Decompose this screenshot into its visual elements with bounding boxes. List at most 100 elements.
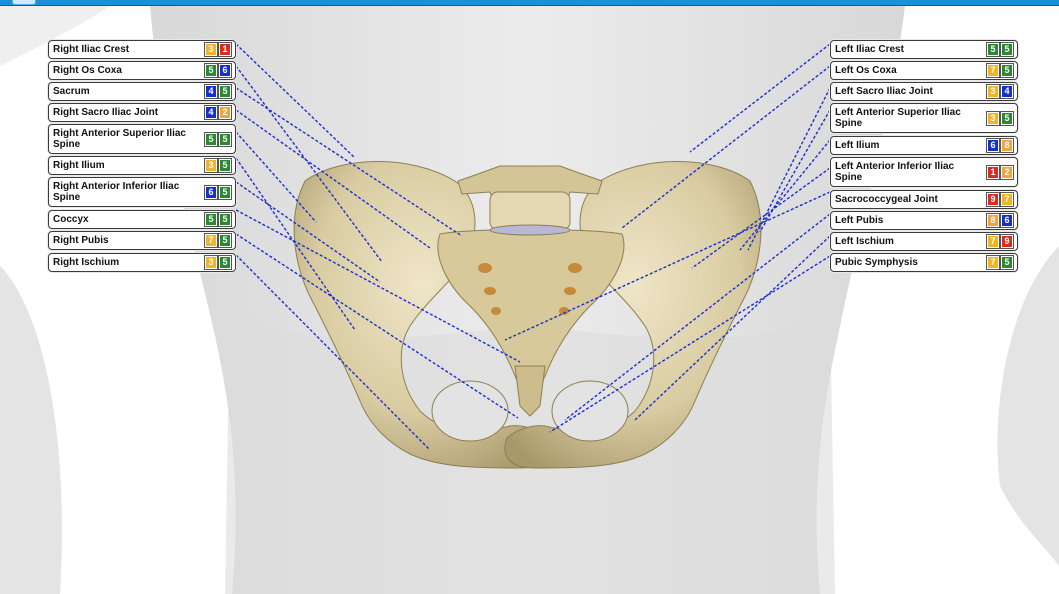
score-badge: 6 (205, 186, 217, 199)
score-badge: 5 (219, 159, 231, 172)
label-text: Right Ischium (53, 257, 201, 268)
score-badge: 5 (987, 43, 999, 56)
score-badge: 2 (219, 106, 231, 119)
score-badge: 4 (205, 106, 217, 119)
label-text: Left Anterior Inferior Iliac Spine (835, 161, 983, 183)
label-text: Left Anterior Superior Iliac Spine (835, 107, 983, 129)
score-badge: 5 (205, 133, 217, 146)
label-text: Left Os Coxa (835, 65, 983, 76)
label-text: Right Os Coxa (53, 65, 201, 76)
right-obturator-foramen (432, 381, 508, 441)
score-badge: 2 (1001, 166, 1013, 179)
score-badge: 3 (987, 112, 999, 125)
score-badge: 5 (219, 234, 231, 247)
score-badge: 7 (987, 256, 999, 269)
score-badge: 8 (987, 214, 999, 227)
score-badge: 3 (205, 159, 217, 172)
score-badge: 3 (205, 256, 217, 269)
score-badge: 5 (1001, 43, 1013, 56)
label-text: Coccyx (53, 214, 201, 225)
score-badge: 7 (987, 235, 999, 248)
score-badge: 8 (1001, 139, 1013, 152)
score-badge: 9 (987, 193, 999, 206)
badge-group: 35 (205, 159, 231, 172)
label-text: Sacrum (53, 86, 201, 97)
label-text: Left Ilium (835, 140, 983, 151)
score-badge: 6 (1001, 214, 1013, 227)
score-badge: 6 (219, 64, 231, 77)
score-badge: 5 (219, 186, 231, 199)
score-badge: 7 (205, 234, 217, 247)
score-badge: 5 (219, 213, 231, 226)
badge-group: 68 (987, 139, 1013, 152)
score-badge: 4 (1001, 85, 1013, 98)
score-badge: 5 (1001, 64, 1013, 77)
label-text: Right Anterior Inferior Iliac Spine (53, 181, 201, 203)
label-text: Left Iliac Crest (835, 44, 983, 55)
label-text: Left Ischium (835, 236, 983, 247)
score-badge: 5 (205, 64, 217, 77)
label-text: Left Pubis (835, 215, 983, 226)
badge-group: 55 (205, 213, 231, 226)
score-badge: 1 (987, 166, 999, 179)
label-text: Right Iliac Crest (53, 44, 201, 55)
score-badge: 5 (205, 213, 217, 226)
app-icon[interactable] (12, 0, 36, 5)
score-badge: 5 (219, 85, 231, 98)
label-text: Right Sacro Iliac Joint (53, 107, 201, 118)
score-badge: 3 (987, 85, 999, 98)
score-badge: 1 (219, 43, 231, 56)
score-badge: 5 (219, 133, 231, 146)
label-text: Pubic Symphysis (835, 257, 983, 268)
score-badge: 4 (205, 85, 217, 98)
score-badge: 5 (1001, 256, 1013, 269)
score-badge: 9 (1001, 235, 1013, 248)
label-text: Left Sacro Iliac Joint (835, 86, 983, 97)
score-badge: 5 (219, 256, 231, 269)
label-text: Right Anterior Superior Iliac Spine (53, 128, 201, 150)
label-text: Right Pubis (53, 235, 201, 246)
label-text: Right Ilium (53, 160, 201, 171)
label-text: Sacrococcygeal Joint (835, 194, 983, 205)
score-badge: 6 (987, 139, 999, 152)
score-badge: 5 (1001, 112, 1013, 125)
score-badge: 3 (205, 43, 217, 56)
